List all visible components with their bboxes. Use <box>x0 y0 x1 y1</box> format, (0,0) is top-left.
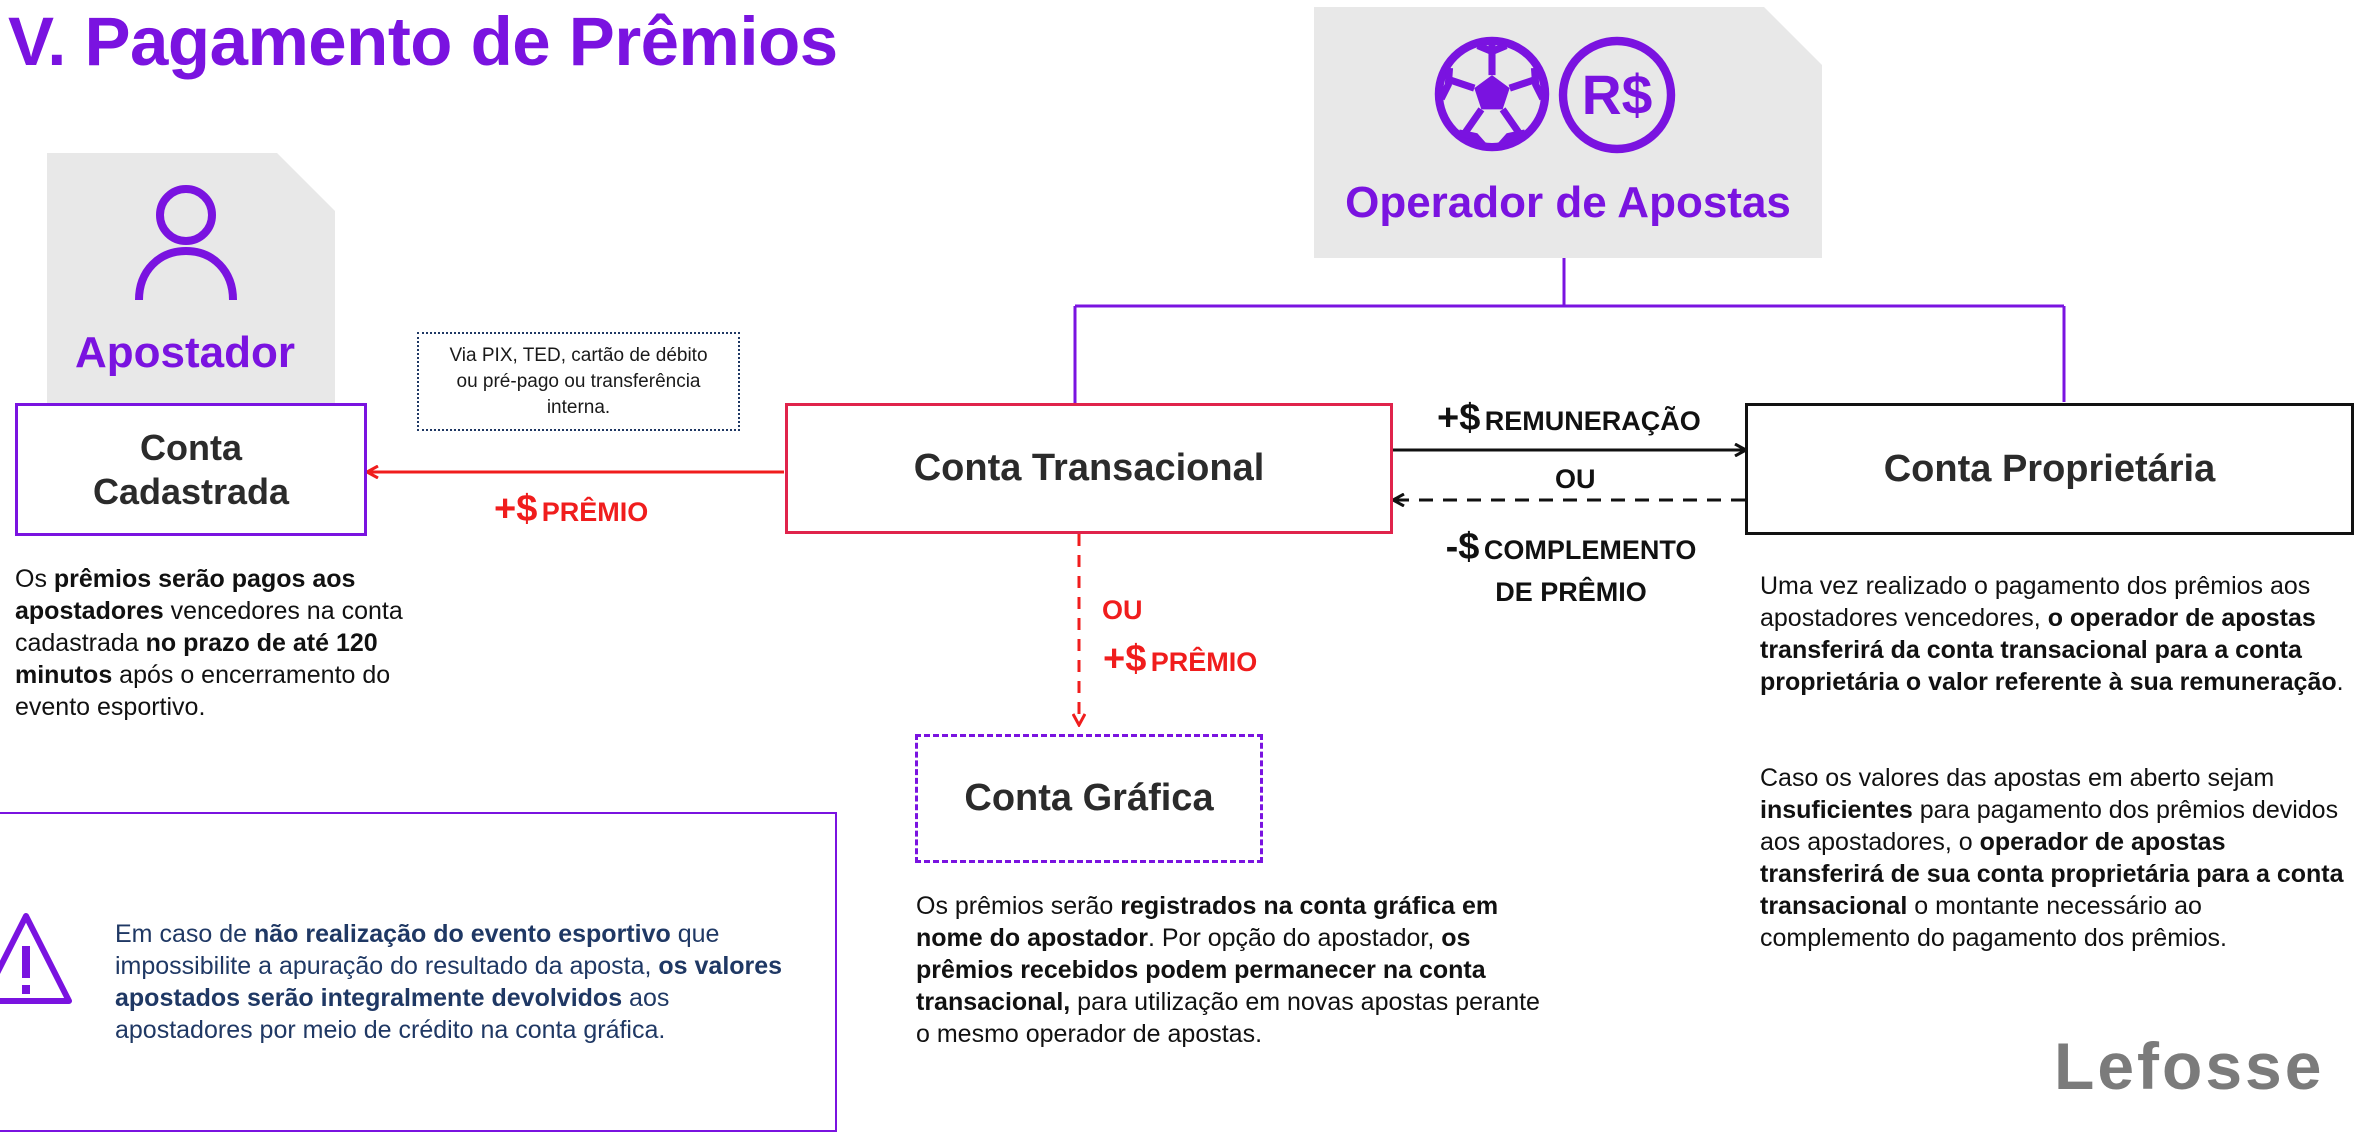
text-run: para utilização em novas apostas perante… <box>916 988 1540 1048</box>
warning-text: Em caso de não realização do evento espo… <box>115 918 787 1046</box>
text-bold: os valores apostados serão integralmente… <box>115 952 783 1012</box>
remuneracao-text: REMUNERAÇÃO <box>1484 406 1701 436</box>
premio-text: PRÊMIO <box>541 497 649 527</box>
text-run: Os <box>15 565 54 593</box>
text-bold: insuficientes <box>1760 796 1913 824</box>
premio-symbol: +$ <box>494 488 538 530</box>
text-bold: operador de apostas transferirá de sua c… <box>1760 828 2344 920</box>
text-run: . Por opção do apostador, <box>1147 924 1442 952</box>
proprietary-account-box: Conta Proprietária <box>1745 403 2354 535</box>
bettor-description: Os prêmios serão pagos aos apostadores v… <box>15 563 445 723</box>
graphic-account-box: Conta Gráfica <box>915 734 1263 863</box>
text-run: Uma vez realizado o pagamento dos prêmio… <box>1760 572 2311 632</box>
text-run: aos apostadores por meio de crédito na c… <box>115 984 670 1044</box>
graphic-account-description: Os prêmios serão registrados na conta gr… <box>916 890 1548 1050</box>
warning-icon <box>0 910 74 1008</box>
text-run: para pagamento dos prêmios devidos aos a… <box>1760 796 2339 856</box>
premio-label-graphic: +$ PRÊMIO <box>1103 638 1257 681</box>
payment-methods-note: Via PIX, TED, cartão de débito ou pré-pa… <box>417 332 740 431</box>
bettor-card <box>47 153 335 403</box>
premio-label-registered: +$ PRÊMIO <box>494 488 648 531</box>
text-bold: o operador de apostas transferirá da con… <box>1760 604 2337 696</box>
text-bold: registrados na conta gráfica em nome do … <box>916 892 1499 952</box>
text-run: que impossibilite a apuração do resultad… <box>115 920 720 980</box>
payment-methods-text: Via PIX, TED, cartão de débito ou pré-pa… <box>449 344 708 418</box>
premio-text: PRÊMIO <box>1150 647 1258 677</box>
remuneracao-label: +$ REMUNERAÇÃO <box>1437 397 1701 440</box>
text-bold: os prêmios recebidos podem permanecer na… <box>916 924 1486 1016</box>
complemento-text-line2: DE PRÊMIO <box>1495 577 1647 607</box>
bettor-label: Apostador <box>75 328 295 377</box>
proprietary-description-1: Uma vez realizado o pagamento dos prêmio… <box>1760 570 2350 698</box>
text-run: Os prêmios serão <box>916 892 1121 920</box>
svg-text:R$: R$ <box>1582 64 1653 126</box>
complemento-text-line1: COMPLEMENTO <box>1483 535 1697 565</box>
graphic-account-label: Conta Gráfica <box>964 777 1214 819</box>
complemento-symbol: -$ <box>1445 526 1480 568</box>
transactional-account-label: Conta Transacional <box>913 447 1265 489</box>
transactional-account-box: Conta Transacional <box>785 403 1393 534</box>
remuneracao-symbol: +$ <box>1437 397 1481 439</box>
registered-account-label: Conta Cadastrada <box>92 426 290 512</box>
text-run: após o encerramento do evento esportivo. <box>15 661 391 721</box>
page-title: V. Pagamento de Prêmios <box>8 3 838 80</box>
text-bold: prêmios serão pagos aos apostadores <box>15 565 356 625</box>
ou-label-proprietary: OU <box>1555 464 1596 494</box>
soccer-ball-icon <box>1433 35 1551 153</box>
registered-account-box: Conta Cadastrada <box>15 403 367 536</box>
text-run: o montante necessário ao complemento do … <box>1760 892 2227 952</box>
real-currency-icon: R$ <box>1557 35 1677 155</box>
text-bold: não realização do evento esportivo <box>253 920 671 948</box>
text-run: Em caso de <box>115 920 254 948</box>
complemento-label: -$ COMPLEMENTO DE PRÊMIO <box>1436 525 1706 607</box>
lefosse-logo: Lefosse <box>2054 1029 2325 1103</box>
text-run: vencedores na conta cadastrada <box>15 597 403 657</box>
operator-label: Operador de Apostas <box>1345 178 1791 227</box>
text-run: Caso os valores das apostas em aberto se… <box>1760 764 2275 792</box>
text-run: . <box>2336 668 2344 696</box>
proprietary-account-label: Conta Proprietária <box>1883 447 2216 490</box>
text-bold: no prazo de até 120 minutos <box>15 629 378 689</box>
person-icon <box>131 183 241 303</box>
ou-label-graphic: OU <box>1102 595 1143 625</box>
operator-card <box>1314 7 1822 258</box>
premio-symbol: +$ <box>1103 638 1147 680</box>
proprietary-description-2: Caso os valores das apostas em aberto se… <box>1760 762 2350 954</box>
